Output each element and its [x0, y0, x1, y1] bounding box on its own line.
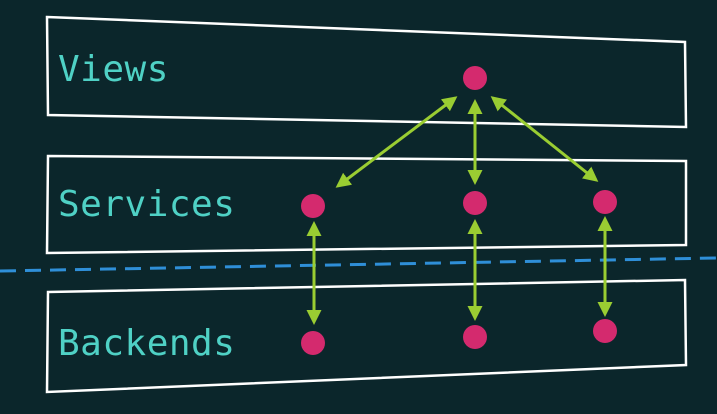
- arrow-view-to-service-right: [490, 96, 599, 182]
- service-node-middle: [463, 191, 487, 215]
- backend-node-middle: [463, 325, 487, 349]
- backends-layer-label: Backends: [58, 323, 236, 364]
- view-node: [463, 66, 487, 90]
- service-node-right: [593, 190, 617, 214]
- network-boundary-line: [0, 256, 717, 273]
- views-layer-box: [45, 15, 688, 129]
- service-node-left: [301, 194, 325, 218]
- backend-node-left: [301, 331, 325, 355]
- arrow-view-to-service-left: [335, 96, 458, 188]
- backend-node-right: [593, 319, 617, 343]
- services-layer-label: Services: [58, 184, 236, 225]
- views-layer-label: Views: [58, 49, 169, 90]
